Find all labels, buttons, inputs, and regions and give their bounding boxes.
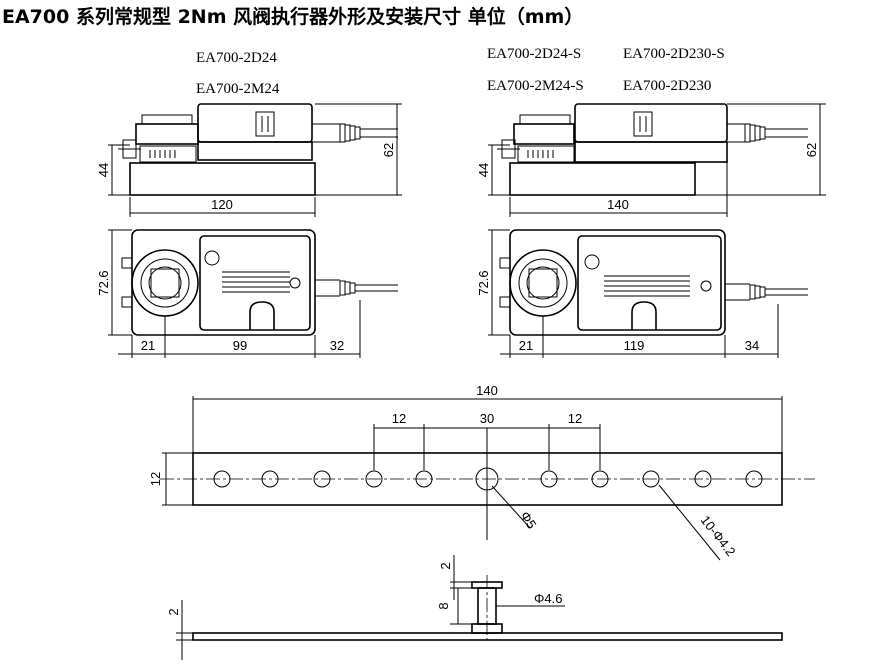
dim-text: Φ4.6 [534, 591, 562, 606]
dim-text: 12 [568, 411, 582, 426]
model-label: EA700-2M24-S [487, 78, 584, 94]
dim-text: 72.6 [96, 270, 111, 295]
dim-text: 2 [438, 562, 453, 569]
left-side-view: 44 62 120 [96, 103, 402, 217]
page-title: EA700 系列常规型 2Nm 风阀执行器外形及安装尺寸 单位（mm） [2, 6, 584, 28]
dim-text: 21 [519, 338, 533, 353]
dim-text: 12 [392, 411, 406, 426]
dim-text: 44 [476, 163, 491, 177]
dim-text: 8 [436, 602, 451, 609]
dim-text: 32 [330, 338, 344, 353]
dim-text: 62 [804, 143, 819, 157]
dim-text: 34 [745, 338, 759, 353]
dim-text: 44 [96, 163, 111, 177]
dim-text: 140 [476, 383, 498, 398]
bar-holes [213, 467, 763, 491]
model-label: EA700-2M24 [196, 81, 280, 97]
right-top-view: 72.6 21 119 34 [476, 229, 808, 358]
dim-text: Φ5 [517, 509, 539, 532]
dim-text: 10-Φ4.2 [698, 513, 739, 559]
dim-text: 99 [233, 338, 247, 353]
model-label: EA700-2D230-S [623, 46, 725, 62]
mounting-bar: 140 12 30 12 12 Φ5 10-Φ4.2 [148, 383, 815, 561]
dim-text: 120 [211, 197, 233, 212]
dim-text: 119 [624, 338, 645, 353]
right-side-view: 44 62 140 [476, 103, 826, 217]
dim-text: 2 [166, 608, 181, 615]
left-top-view: 72.6 21 99 32 [96, 229, 398, 358]
dim-text: 30 [480, 411, 494, 426]
dim-text: 12 [148, 472, 163, 486]
bar-side-view: 2 2 8 Φ4.6 [166, 555, 783, 660]
model-label: EA700-2D24 [196, 50, 277, 66]
dim-text: 62 [381, 143, 396, 157]
dim-text: 21 [141, 338, 155, 353]
dim-text: 72.6 [476, 270, 491, 295]
model-label: EA700-2D230 [623, 78, 711, 94]
model-label: EA700-2D24-S [487, 46, 581, 62]
dim-text: 140 [607, 197, 629, 212]
